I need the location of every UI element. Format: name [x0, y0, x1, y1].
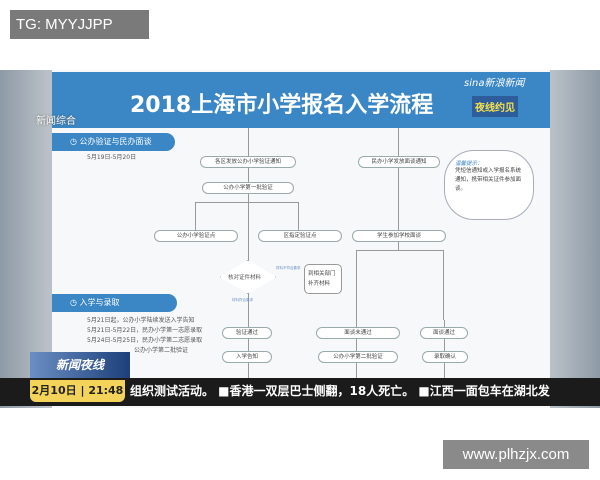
show-bug: 新闻夜线 [30, 352, 130, 378]
flow-node: 到相关部门补齐材料 [304, 264, 342, 294]
flow-node: 入学告知 [222, 351, 272, 363]
section1-dates: 5月19日-5月20日 [87, 154, 137, 161]
arrow-label: 材料不符合要求 [276, 266, 301, 270]
clock-icon: ◷ [70, 137, 80, 146]
section2-line: 5月21日-5月22日，民办小学第一志愿录取 [87, 327, 203, 334]
connector [195, 202, 196, 232]
flow-node: 各区发放公办小学验证通知 [200, 156, 296, 168]
connector [398, 128, 399, 318]
watermark: www.plhzjx.com [443, 440, 589, 469]
ticker-text: 组织测试活动。 ■香港一双层巴士侧翻，18人死亡。 ■江西一面包车在湖北发 [130, 384, 550, 398]
clock-icon: ◷ [70, 298, 80, 307]
overlay-label: TG: MYYJJPP [10, 10, 149, 39]
poster-header: 2018上海市小学报名入学流程 sina新浪新闻 夜线约见 [52, 72, 550, 128]
connector [248, 282, 249, 402]
flowchart-poster: 2018上海市小学报名入学流程 sina新浪新闻 夜线约见 新闻综合 ◷ 公办验… [36, 70, 550, 408]
flow-node: 民办小学发放面谈通知 [358, 156, 440, 168]
flow-node: 公办小学第一批验证 [202, 182, 294, 194]
tip-title: 温馨提示： [455, 161, 483, 167]
section2-line: 公办小学第二批验证 [134, 347, 189, 354]
decision-label: 核对证件材料 [228, 275, 262, 281]
tip-cloud: 温馨提示： 凭短信通知或入学报名系统通知，携带相关证件参加面谈。 [444, 150, 534, 220]
channel-logo: 新闻综合 [36, 116, 76, 127]
connector [298, 202, 299, 232]
flow-node: 面谈未通过 [316, 327, 400, 339]
video-frame: 2018上海市小学报名入学流程 sina新浪新闻 夜线约见 新闻综合 ◷ 公办验… [0, 70, 600, 408]
date-time-box: 2月10日 | 21:48 [30, 380, 125, 402]
flow-node: 学生参加学校面谈 [352, 230, 446, 242]
poster-title: 2018上海市小学报名入学流程 [130, 93, 434, 118]
flow-node: 验证通过 [222, 327, 272, 339]
flow-node: 公办小学第二批验证 [318, 351, 398, 363]
section2-pill: ◷ 入学与录取 [52, 294, 177, 312]
connector [195, 202, 299, 203]
arrow-label: 材料符合要求 [232, 298, 253, 302]
flow-node: 面谈通过 [420, 327, 468, 339]
connector-box [356, 250, 444, 320]
section2-line: 5月24日-5月25日，民办小学第二志愿录取 [87, 337, 203, 344]
flow-node: 区指定验证点 [258, 230, 342, 242]
connector [248, 128, 249, 268]
flow-node: 公办小学验证点 [154, 230, 238, 242]
section2-line: 5月21日起，公办小学陆续发送入学告知 [87, 317, 195, 324]
tip-text: 凭短信通知或入学报名系统通知，携带相关证件参加面谈。 [455, 168, 522, 192]
sina-logo: sina新浪新闻 [464, 78, 525, 89]
show-logo: 夜线约见 [472, 96, 518, 117]
flow-node: 录取确认 [422, 351, 468, 363]
section1-pill: ◷ 公办验证与民办面谈 [52, 133, 175, 151]
